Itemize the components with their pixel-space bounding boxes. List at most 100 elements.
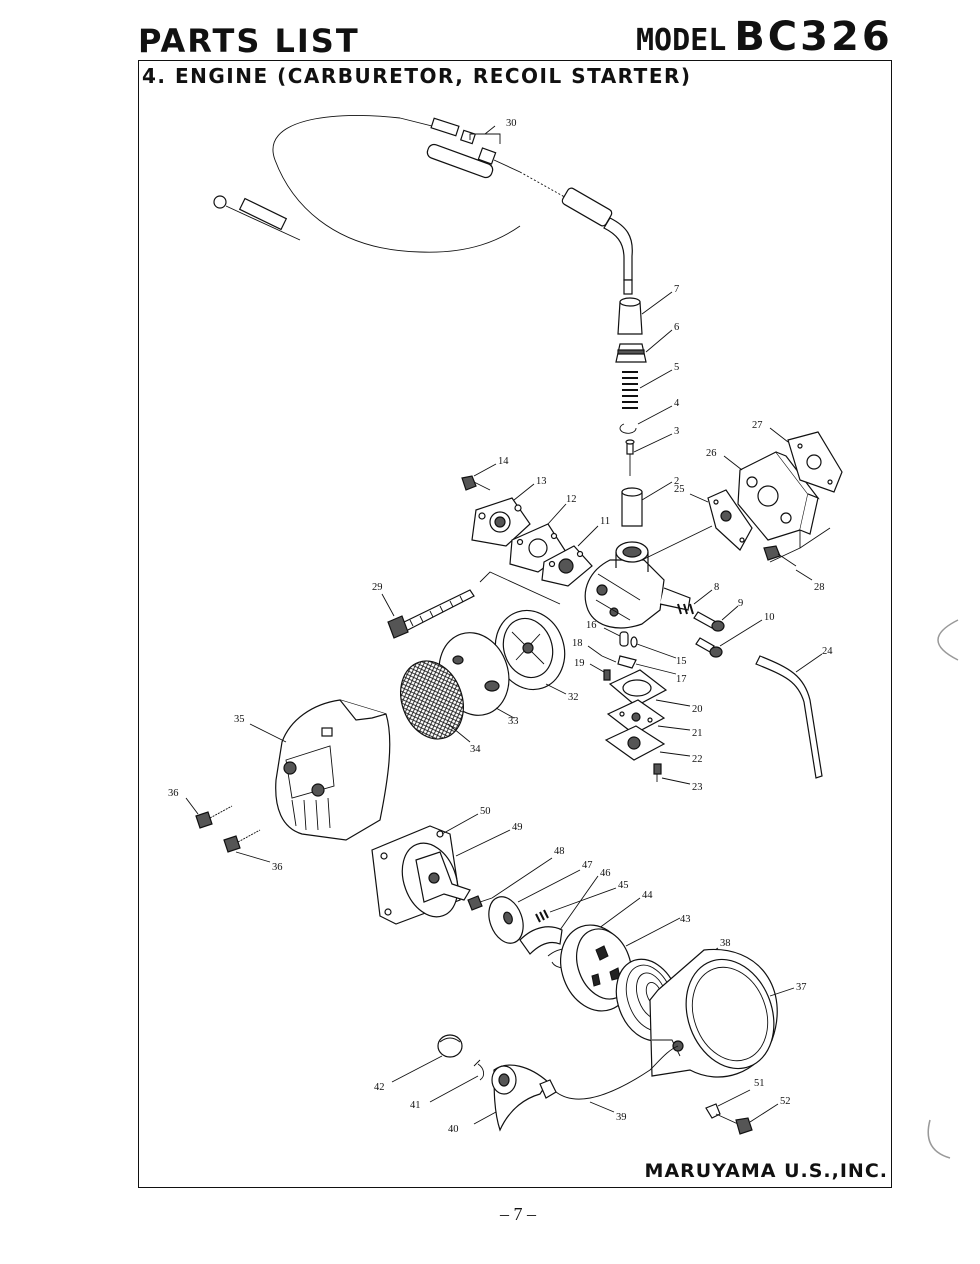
part-handle-40 <box>491 1064 557 1132</box>
part-gasket-11 <box>541 545 593 587</box>
part-rope-39 <box>555 1045 679 1100</box>
callout-26: 26 <box>706 448 717 459</box>
part-gasket-21 <box>606 699 666 735</box>
callout-13: 13 <box>536 476 547 487</box>
part-screw-19 <box>603 669 611 681</box>
part-filter-base-32 <box>494 609 566 691</box>
part-spring-45 <box>535 909 549 923</box>
part-pin-18 <box>601 655 617 663</box>
part-starter-case-37 <box>649 948 778 1078</box>
part-screw-52 <box>715 1113 753 1135</box>
part-gasket-25 <box>707 489 753 551</box>
part-lever-17 <box>617 655 637 669</box>
callout-9: 9 <box>738 598 743 609</box>
part-fitting-16 <box>619 631 629 647</box>
callout-34: 34 <box>470 744 481 755</box>
part-bolt-48 <box>467 895 493 911</box>
part-screw-9 <box>693 611 725 632</box>
callout-27: 27 <box>752 420 763 431</box>
part-cap-7 <box>617 297 643 335</box>
part-bolt-36-upper <box>195 805 233 829</box>
part-screw-10 <box>695 637 723 658</box>
callout-28: 28 <box>814 582 825 593</box>
part-ratchet-46 <box>519 926 563 955</box>
callout-14: 14 <box>498 456 509 467</box>
part-insulator-26 <box>737 451 820 541</box>
callout-30: 30 <box>506 118 517 129</box>
callout-10: 10 <box>764 612 775 623</box>
callout-51: 51 <box>754 1078 765 1089</box>
section-title: 4. ENGINE (CARBURETOR, RECOIL STARTER) <box>142 64 692 88</box>
part-cover-22 <box>604 725 666 761</box>
margin-mark-bottom <box>927 1119 951 1159</box>
callout-19: 19 <box>574 658 585 669</box>
part-screw-14 <box>461 475 491 491</box>
part-engine-cover-35 <box>275 699 391 841</box>
callout-15: 15 <box>676 656 687 667</box>
callout-37: 37 <box>796 982 807 993</box>
part-ring-15 <box>630 636 638 648</box>
callout-40: 40 <box>448 1124 459 1135</box>
callout-48: 48 <box>554 846 565 857</box>
part-fuel-line-24 <box>755 655 823 779</box>
part-spring-5 <box>622 371 638 409</box>
callout-43: 43 <box>680 914 691 925</box>
page-number: – 7 – <box>500 1204 536 1224</box>
callout-38: 38 <box>720 938 731 949</box>
callout-2: 2 <box>674 476 679 487</box>
part-grip-42 <box>437 1034 463 1058</box>
diagram-frame <box>138 60 892 1188</box>
part-screw-23 <box>653 763 662 782</box>
part-needle-3 <box>625 439 635 476</box>
part-diaphragm-20 <box>608 669 668 707</box>
callout-36-lower: 36 <box>272 862 283 873</box>
manufacturer-brand: MARUYAMA U.S.,INC. <box>644 1160 888 1182</box>
callout-23: 23 <box>692 782 703 793</box>
callout-47: 47 <box>582 860 593 871</box>
callout-6: 6 <box>674 322 679 333</box>
part-ratchet-51 <box>705 1103 721 1119</box>
callout-42: 42 <box>374 1082 385 1093</box>
margin-mark-top <box>937 619 959 661</box>
callout-33: 33 <box>508 716 519 727</box>
callout-52: 52 <box>780 1096 791 1107</box>
callout-29: 29 <box>372 582 383 593</box>
callout-8: 8 <box>714 582 719 593</box>
callout-4: 4 <box>674 398 680 409</box>
callout-45: 45 <box>618 880 629 891</box>
callout-36-upper: 36 <box>168 788 179 799</box>
callout-21: 21 <box>692 728 703 739</box>
callout-20: 20 <box>692 704 703 715</box>
callout-49: 49 <box>512 822 523 833</box>
callout-7: 7 <box>674 284 679 295</box>
part-pulley-49 <box>401 842 471 918</box>
callout-24: 24 <box>822 646 833 657</box>
callout-3: 3 <box>674 426 679 437</box>
callout-25: 25 <box>674 484 685 495</box>
callout-5: 5 <box>674 362 679 373</box>
callout-22: 22 <box>692 754 703 765</box>
part-nut-6 <box>615 343 647 363</box>
callout-41: 41 <box>410 1100 421 1111</box>
part-filter-mesh-34 <box>400 660 464 740</box>
part-throttle-valve-2 <box>621 487 643 527</box>
part-spring-8 <box>677 603 694 615</box>
callout-16: 16 <box>586 620 597 631</box>
callout-35: 35 <box>234 714 245 725</box>
callout-44: 44 <box>642 890 653 901</box>
part-bolt-29 <box>387 589 475 639</box>
part-washer-47 <box>488 896 524 944</box>
part-screw-28 <box>763 545 797 567</box>
part-plate-13 <box>471 497 531 547</box>
callout-12: 12 <box>566 494 577 505</box>
part-bolt-36-lower <box>223 829 261 853</box>
callout-18: 18 <box>572 638 583 649</box>
part-carburetor-body <box>584 541 691 629</box>
callout-32: 32 <box>568 692 579 703</box>
callout-50: 50 <box>480 806 491 817</box>
part-clip-4 <box>619 423 637 434</box>
page-title: PARTS LIST <box>138 22 360 60</box>
callout-17: 17 <box>676 674 687 685</box>
